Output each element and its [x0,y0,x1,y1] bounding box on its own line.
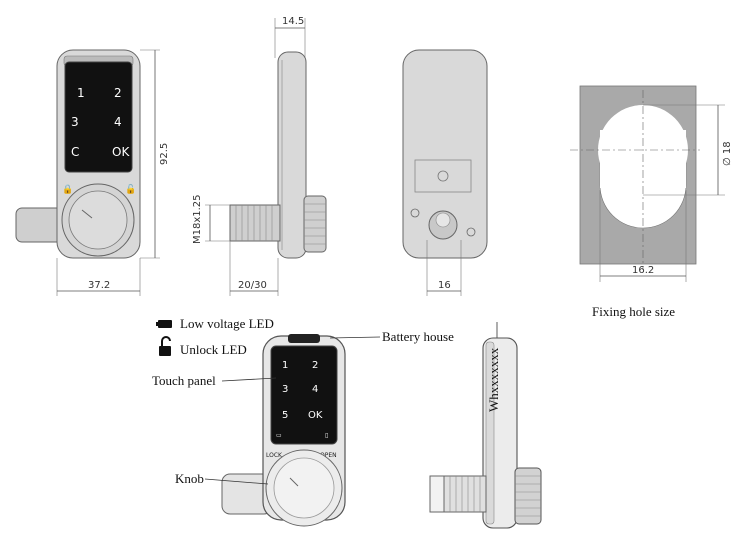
battery-led-icon: ▭ [276,432,282,439]
screw-icon [466,227,476,237]
key-c: C [71,145,79,159]
unlock-led-icon: ▯ [325,432,328,439]
dim-hole-width: 16.2 [632,265,654,276]
key-1: 1 [77,86,85,100]
fixing-hole-caption: Fixing hole size [592,304,675,319]
side-nut [303,195,327,253]
side-marking: Whxxxxxxx [486,347,501,412]
thread-shaft [229,204,281,242]
back-view: 16 [402,49,488,296]
open-text: OPEN [320,452,337,459]
perspective-view: Low voltage LED Unlock LED 1 2 3 4 5 OK … [152,316,454,527]
pkey-2: 2 [312,360,318,371]
battery-house [288,334,320,343]
dim-thread: M18x1.25 [192,194,203,244]
unlock-led-label: Unlock LED [180,342,247,357]
back-housing [402,49,488,259]
touch-panel [270,345,338,445]
battery-house-label: Battery house [382,329,454,344]
lock-icon: 🔒 [62,184,73,195]
pkey-3: 3 [282,384,288,395]
screw-icon [410,208,420,218]
padlock-open-icon [159,346,171,356]
dim-front-width: 37.2 [88,280,110,291]
pkey-1: 1 [282,360,288,371]
front-view: 1 2 3 4 C OK 🔒 🔓 92.5 37.2 [15,49,170,296]
front-touch-panel [64,61,133,173]
battery-icon [158,320,172,328]
side-nut-perspective [514,467,542,525]
dim-top-width: 14.5 [282,16,304,27]
key-2: 2 [114,86,122,100]
low-voltage-led-label: Low voltage LED [180,316,274,331]
unlock-icon: 🔓 [125,183,136,195]
dim-height: 92.5 [159,143,170,165]
side-housing [277,51,307,259]
key-ok: OK [112,145,130,159]
dim-back-width: 16 [438,280,451,291]
key-4: 4 [114,115,122,129]
knob-label: Knob [175,471,204,486]
dim-hole-diameter: ∅ 18 [722,141,733,166]
key-3: 3 [71,115,79,129]
lock-text: LOCK [266,452,283,459]
perspective-side-view: Whxxxxxxx [429,322,542,529]
fixing-hole-view: ∅ 18 16.2 Fixing hole size [570,85,733,319]
touch-panel-label: Touch panel [152,373,216,388]
pkey-5: 5 [282,410,288,421]
side-view: 14.5 M18x1.25 20/30 [192,16,327,296]
dim-side-length: 20/30 [238,280,267,291]
pkey-4: 4 [312,384,318,395]
pkey-ok: OK [308,410,323,421]
